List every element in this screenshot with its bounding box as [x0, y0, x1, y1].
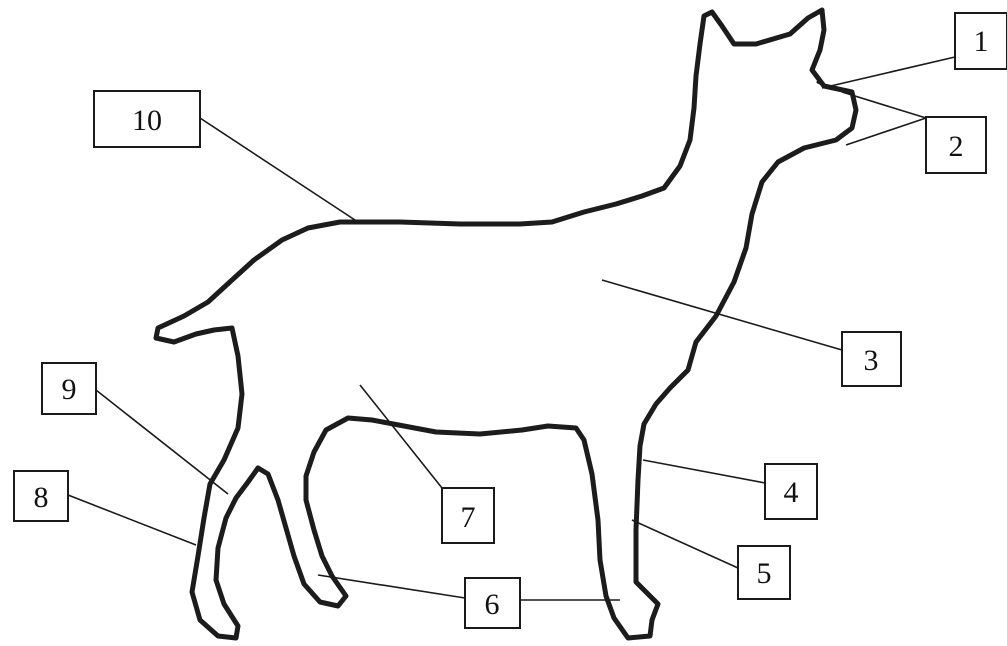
leader-9	[96, 390, 228, 494]
label-4: 4	[765, 464, 817, 519]
label-8-text: 8	[34, 481, 49, 514]
leader-8	[68, 495, 196, 545]
label-3: 3	[842, 332, 901, 386]
label-10: 10	[94, 91, 200, 147]
label-1-text: 1	[974, 25, 989, 58]
label-7-text: 7	[461, 501, 476, 534]
label-2-text: 2	[949, 130, 964, 163]
label-6-text: 6	[485, 588, 500, 621]
label-1: 1	[955, 13, 1007, 69]
label-4-text: 4	[784, 476, 799, 509]
label-10-text: 10	[132, 104, 162, 137]
leader-5	[632, 520, 738, 568]
leader-4	[643, 460, 765, 483]
label-9-text: 9	[62, 373, 77, 406]
label-6: 6	[465, 578, 520, 628]
leader-2b	[846, 118, 926, 145]
leader-lines	[68, 57, 955, 600]
leader-7	[360, 385, 442, 488]
label-8: 8	[14, 471, 68, 521]
leader-10	[200, 118, 358, 222]
label-2: 2	[926, 117, 986, 173]
label-9: 9	[42, 363, 96, 414]
leader-1	[822, 57, 955, 88]
leader-3	[602, 280, 842, 350]
label-5: 5	[738, 546, 790, 599]
label-7: 7	[442, 488, 494, 543]
label-3-text: 3	[864, 344, 879, 377]
label-5-text: 5	[757, 557, 772, 590]
animal-outline-shadow	[157, 11, 857, 639]
